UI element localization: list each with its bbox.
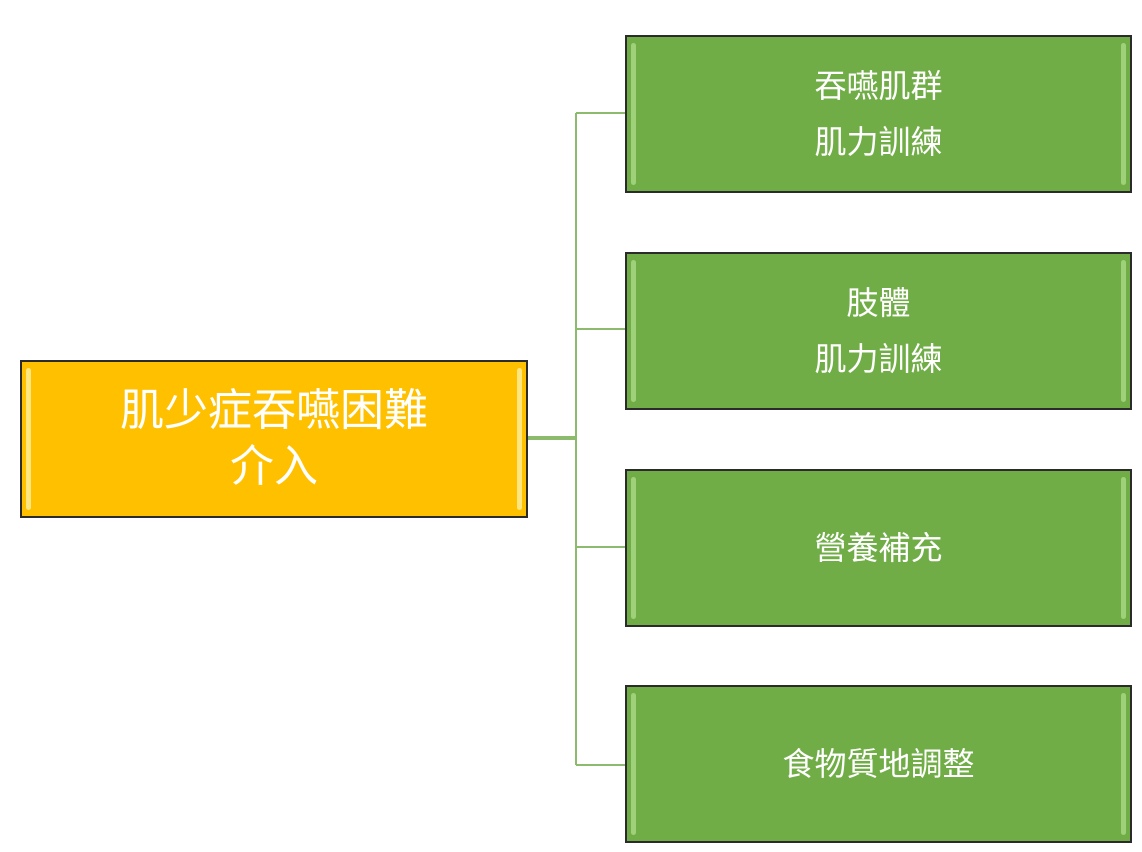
node-line: 肢體 (846, 284, 911, 322)
node-line: 食物質地調整 (782, 745, 975, 783)
node-line: 吞嚥肌群 (814, 67, 943, 105)
node-line: 營養補充 (814, 529, 943, 567)
root-node: 肌少症吞嚥困難 介入 (20, 360, 528, 518)
child-node-texture-modification: 食物質地調整 (625, 685, 1132, 843)
root-line: 肌少症吞嚥困難 (120, 385, 428, 436)
node-line: 肌力訓練 (814, 340, 943, 378)
child-node-swallowing-training: 吞嚥肌群 肌力訓練 (625, 35, 1132, 193)
child-node-nutrition: 營養補充 (625, 469, 1132, 627)
node-line: 肌力訓練 (814, 123, 943, 161)
child-node-limb-training: 肢體 肌力訓練 (625, 252, 1132, 410)
root-line: 介入 (230, 441, 318, 492)
